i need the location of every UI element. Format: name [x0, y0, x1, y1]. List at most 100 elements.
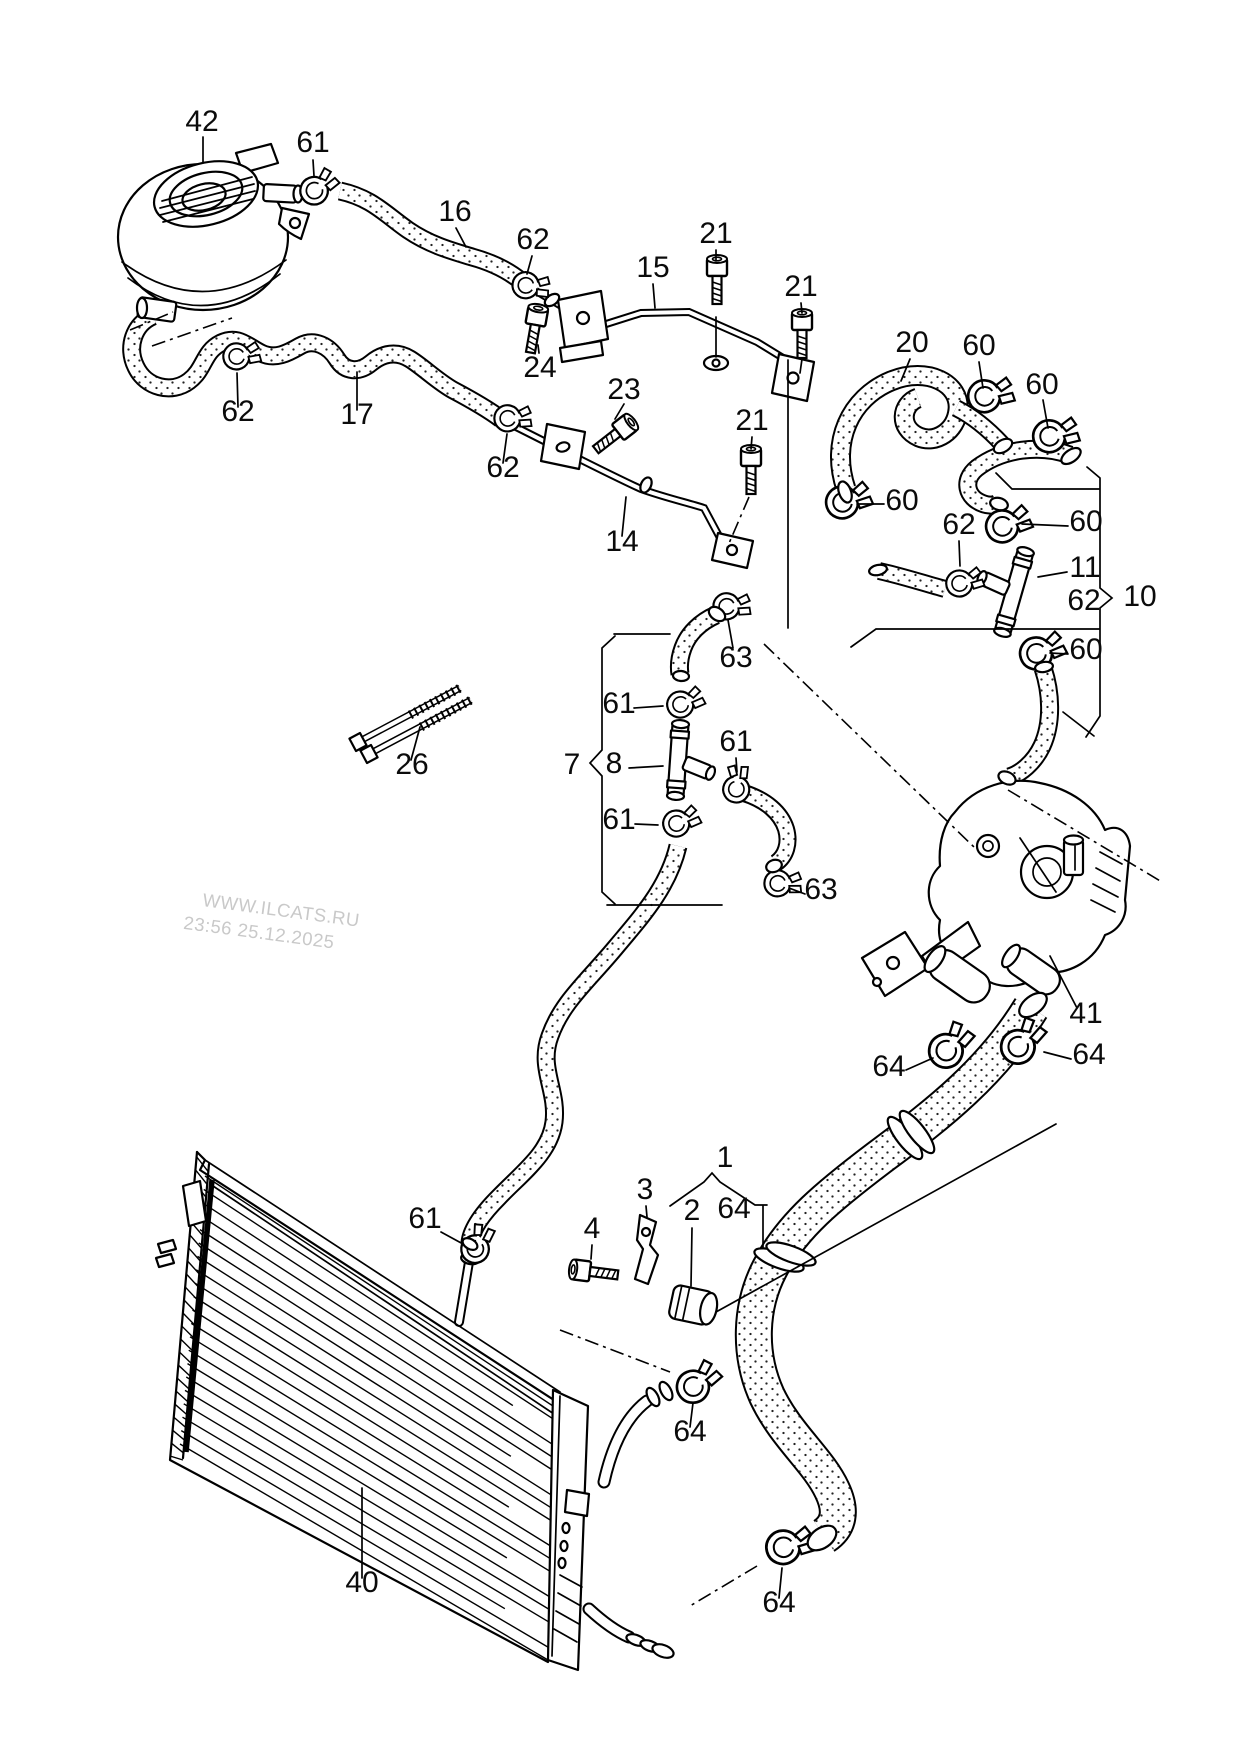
part-label-64: 64 [1072, 1038, 1105, 1071]
part-label-21: 21 [699, 217, 732, 250]
pump-cylinder [1001, 943, 1061, 996]
hose-sleeve-ring [765, 1241, 817, 1267]
hose-path [958, 439, 1074, 515]
part-label-1: 1 [717, 1141, 734, 1174]
part-label-60: 60 [1069, 505, 1102, 538]
clamp-icon [942, 560, 989, 603]
retaining-bracket-3 [633, 1213, 660, 1286]
pipe-brackets [539, 289, 816, 570]
part-label-62: 62 [942, 508, 975, 541]
clamp-icon [660, 801, 705, 840]
part-label-42: 42 [185, 105, 218, 138]
rubber-grommet-2 [668, 1284, 719, 1326]
clamp-icon [295, 164, 344, 208]
part-label-61: 61 [296, 126, 329, 159]
part-label-64: 64 [717, 1192, 750, 1225]
hose-path [337, 181, 528, 289]
part-label-60: 60 [885, 484, 918, 517]
part-label-64: 64 [872, 1050, 905, 1083]
group-brackets [588, 466, 1114, 1248]
hose-path [122, 307, 507, 427]
hose-sleeve-ring [898, 1109, 936, 1155]
pipe-path [582, 1602, 636, 1644]
part-label-62: 62 [221, 395, 254, 428]
screw-icon [705, 253, 729, 306]
radiator-fins [179, 1175, 557, 1661]
hose-end-caps [461, 437, 1082, 1552]
part-label-14: 14 [605, 525, 638, 558]
leader-lines [202, 136, 1078, 1599]
part-label-60: 60 [1069, 633, 1102, 666]
part-label-40: 40 [345, 1566, 378, 1599]
hose-end-cap [1033, 660, 1055, 674]
hose-end-cap [1060, 446, 1082, 466]
pipe-path [454, 1251, 475, 1327]
hose-layer [122, 181, 1074, 1552]
hose-path [734, 997, 1048, 1552]
part-label-60: 60 [962, 329, 995, 362]
part-label-64: 64 [762, 1586, 795, 1619]
group-bracket-1 [669, 1171, 768, 1248]
watermark: WWW.ILCATS.RU 23:56 25.12.2025 [182, 887, 366, 956]
part-label-61: 61 [602, 803, 635, 836]
part-label-62: 62 [486, 451, 519, 484]
hose-end-cap [868, 563, 888, 577]
hose-path [1005, 664, 1060, 787]
part-label-60: 60 [1025, 368, 1058, 401]
part-label-41: 41 [1069, 997, 1102, 1030]
construction-lines [559, 359, 1163, 1607]
tank-outlet-nipple [262, 183, 304, 204]
hose-end-cap [997, 770, 1017, 786]
hose-end-cap [671, 669, 691, 683]
part-label-8: 8 [606, 747, 623, 780]
screw-icon [519, 301, 551, 356]
screw-icon [739, 443, 763, 496]
part-label-21: 21 [735, 404, 768, 437]
hose-path [460, 843, 688, 1245]
pipe-path [580, 307, 805, 373]
hose-path [669, 606, 721, 676]
part-label-15: 15 [636, 251, 669, 284]
part-label-7: 7 [564, 748, 581, 781]
screw-icon [566, 1257, 621, 1287]
hose-end-cap [806, 1524, 838, 1552]
screw-icon [790, 307, 814, 360]
hose-path [877, 562, 948, 598]
hose-path [830, 365, 969, 493]
part-label-3: 3 [637, 1173, 654, 1206]
part-label-11: 11 [1069, 551, 1100, 584]
part-label-24: 24 [523, 351, 556, 384]
radiator [154, 1150, 675, 1672]
part-label-61: 61 [719, 725, 752, 758]
pump-cylinder [923, 945, 991, 1004]
part-label-62: 62 [516, 223, 549, 256]
tee-connector-8 [665, 718, 717, 802]
part-label-61: 61 [602, 687, 635, 720]
part-label-61: 61 [408, 1202, 441, 1235]
part-label-10: 10 [1123, 580, 1156, 613]
hose-path [740, 784, 797, 871]
pump-top-stub [1062, 834, 1085, 877]
part-label-2: 2 [684, 1194, 701, 1227]
part-label-21: 21 [784, 270, 817, 303]
pipe-path [597, 1394, 654, 1489]
hose-end-cap [992, 437, 1014, 455]
part-label-23: 23 [607, 373, 640, 406]
part-label-26: 26 [395, 748, 428, 781]
part-label-17: 17 [340, 398, 373, 431]
hose-end-cap [461, 1237, 479, 1251]
clamp-icon [671, 1355, 728, 1407]
part-label-4: 4 [584, 1212, 601, 1245]
auxiliary-pump [860, 779, 1132, 1004]
group-bracket-10 [1085, 466, 1114, 738]
part-label-63: 63 [804, 873, 837, 906]
hose-end-cap [989, 496, 1009, 512]
expansion-tank [116, 142, 311, 347]
group-bracket-7 [588, 635, 616, 905]
hose-end-cap [765, 858, 783, 874]
part-label-16: 16 [438, 195, 471, 228]
part-label-63: 63 [719, 641, 752, 674]
part-label-20: 20 [895, 326, 928, 359]
clamp-icon [664, 682, 709, 721]
